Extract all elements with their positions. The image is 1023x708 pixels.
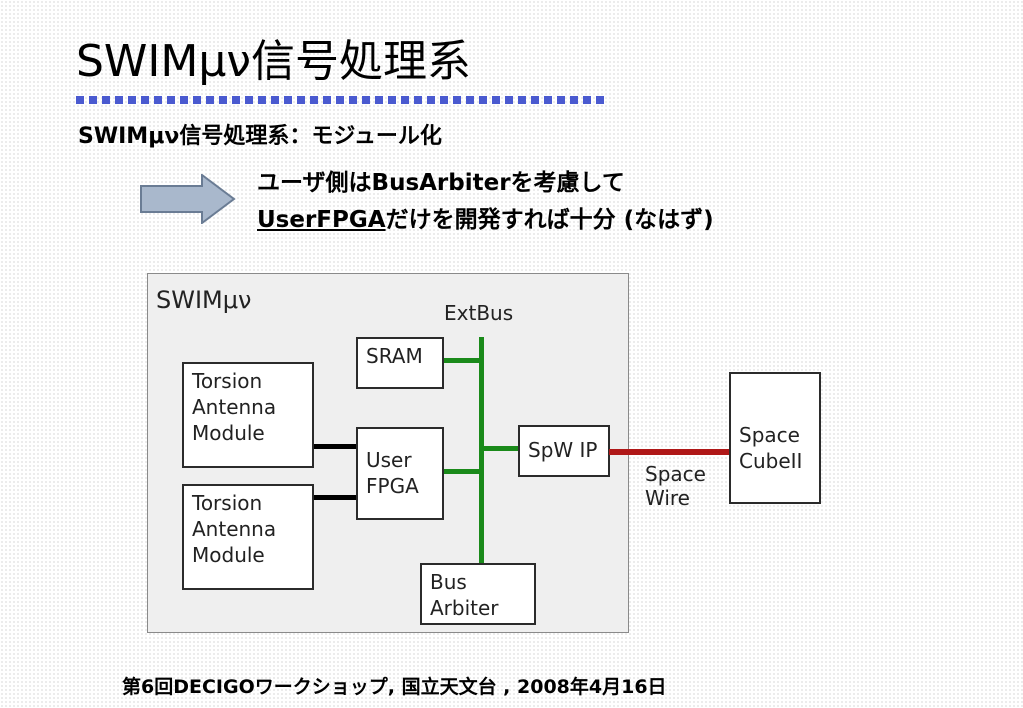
title-underline-rule [76,96,608,104]
torsion1-fpga-link [314,444,358,449]
fpga-bus-link [444,469,481,474]
note-line-1: ユーザ側はBusArbiterを考慮して [257,170,625,196]
spw-ip-block: SpW IP [518,425,610,477]
user-fpga-block: User FPGA [356,427,444,520]
system-label: SWIMμν [156,286,252,314]
note-userfpga-underlined: UserFPGA [257,207,386,233]
swim-diagram-panel: SWIMμν ExtBus SRAM Torsion Antenna Modul… [147,273,629,633]
torsion-antenna-module-1: Torsion Antenna Module [182,362,314,468]
slide-title: SWIMμν信号処理系 [76,36,471,87]
slide-subtitle: SWIMμν信号処理系：モジュール化 [78,124,442,149]
torsion2-fpga-link [314,495,358,500]
spw-bus-link [482,446,518,451]
note-line-2: UserFPGAだけを開発すれば十分 (なはず) [257,205,714,235]
sram-bus-link [444,358,481,363]
torsion-antenna-module-2: Torsion Antenna Module [182,484,314,590]
sram-block: SRAM [356,337,444,389]
spacewire-label: Space Wire [645,462,706,510]
extbus-label: ExtBus [444,301,514,325]
note-line-2-rest: だけを開発すれば十分 (なはず) [385,207,714,233]
bus-arbiter-block: Bus Arbiter [420,563,536,625]
right-arrow-icon [140,174,236,224]
slide-footer: 第6回DECIGOワークショップ, 国立天文台 , 2008年4月16日 [122,676,667,698]
extbus-line [479,337,484,564]
space-cube-block: Space CubeII [729,372,821,504]
spacewire-link [609,449,731,455]
